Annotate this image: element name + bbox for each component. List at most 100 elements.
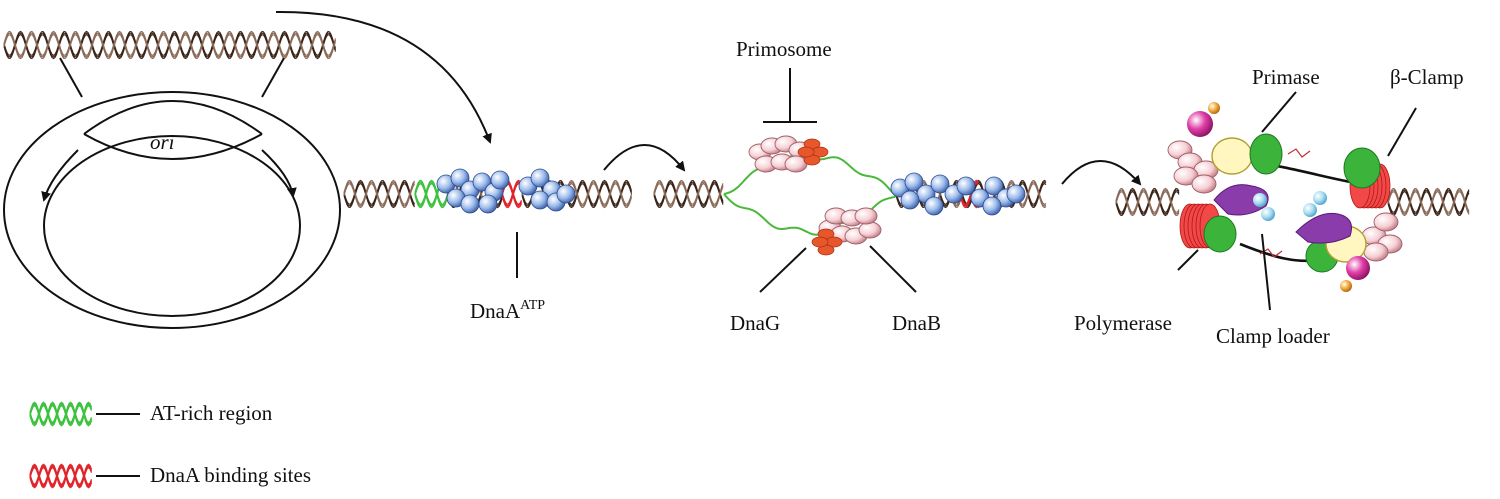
dnag-subunit [811,236,829,248]
dnag-primase-bottom [811,228,843,256]
dnaa-protein-bead [1006,184,1026,204]
helicase-subunit [854,207,878,225]
primosome-label: Primosome [736,37,832,61]
primosome-bubble: Primosome DnaG DnaB [653,37,1047,335]
dnaa-protein-bead [490,170,510,190]
fork-arrow-right [261,149,297,198]
arrow-to-replisome [1061,160,1142,186]
replisome-proteins [1167,102,1403,292]
dna-strand [1387,190,1470,217]
dna-strand [1115,190,1180,217]
dnaa-protein-bead [956,176,976,196]
dna-strand-colored [414,181,449,207]
dnag-label: DnaG [730,311,780,335]
polymerase-lower [1203,215,1237,253]
dnaa-protein-bead [930,174,950,194]
polymerase-label: Polymerase [1074,311,1172,335]
polymerase-pointer-line [1177,249,1199,271]
ori-upper-arc [83,100,263,135]
replisome-left-helix [1115,187,1180,217]
primase-label: Primase [1252,65,1320,89]
dnab-helicase-top [748,135,812,173]
helicase-subunit [1363,242,1389,262]
dna-strand-colored [414,179,449,206]
dnaa-protein-bead [904,172,924,192]
cyan-subunit [1261,207,1275,221]
dnaa-label: DnaAATP [470,298,545,323]
primase-top [1211,137,1253,175]
cyan-subunit [1253,193,1267,207]
arrow-to-primosome [603,144,686,172]
cyan-subunit [1313,191,1327,205]
zoom-line-right [261,57,285,98]
circular-chromosome: ori [3,30,341,329]
dnaa-cluster-bubble [890,172,1026,216]
curved-arrow-to-origin [275,10,492,144]
dnag-subunit [797,146,815,158]
helicase-subunit [1191,174,1217,194]
clamp-loader-bottom [1295,212,1352,244]
dna-strand [1115,190,1180,217]
legend-dnaa-sites-icon [29,463,93,489]
dna-strand [3,33,337,60]
helicase-subunit [1373,212,1399,232]
tau-subunit-bottom [1346,256,1370,280]
tau-subunit-top [1187,111,1213,137]
dna-strand [895,182,1047,209]
outer-chromosome-ring [3,91,341,329]
dnab-pointer-line [869,245,917,293]
dna-strand [653,182,724,209]
helicase-subunit [784,155,808,173]
dna-strand-colored [29,466,93,489]
dnaa-protein-bead [460,194,480,214]
clamp-loader-label: Clamp loader [1216,324,1330,348]
dnaa-protein-bead [900,190,920,210]
bubble-left-helix [653,179,724,209]
beta-clamp-pointer-line [1387,107,1417,157]
dna-strand-colored [29,404,93,427]
dna-strand [1387,190,1470,217]
dna-strand-colored [414,182,449,209]
dna-strand-colored [501,182,523,209]
dnab-label: DnaB [892,311,941,335]
dnaa-protein-bead [556,184,576,204]
cyan-subunit [1303,203,1317,217]
legend-at-rich-icon [29,401,93,427]
dnaa-origin-complex: DnaAATP [343,168,633,323]
top-dna-helix [3,30,337,60]
dnaa-protein-bead [984,176,1004,196]
zoom-line-left [59,57,83,98]
beta-clamp-label: β-Clamp [1390,65,1464,89]
dnaa-protein-bead [478,194,498,214]
primosome-bottom [811,207,882,256]
ori-label: ori [150,130,175,154]
dnag-pointer-line [759,247,807,293]
clamp-loader-pointer-line [1261,233,1271,311]
dnaa-protein-bead [530,190,550,210]
legend-at-rich-label: AT-rich region [150,401,273,425]
primase-pointer-line [1261,91,1297,133]
fork-arrow-left [41,149,79,202]
dna-strand-colored [29,466,93,489]
dnag-primase-top [797,138,829,166]
ori-lower-arc [83,133,263,160]
dnaa-protein-bead [924,196,944,216]
dna-strand-colored [29,404,93,427]
dnaa-protein-bead [982,196,1002,216]
polymerase-top [1249,133,1283,175]
clamp-loader-top [1213,184,1269,216]
psi-subunit-bottom [1340,280,1352,292]
beta-clamp-upper [1343,147,1381,189]
legend-dnaa-sites-label: DnaA binding sites [150,463,311,487]
legend: AT-rich region DnaA binding sites [29,401,311,489]
dnaa-label-superscript: ATP [520,298,545,313]
primosome-top [748,135,829,173]
psi-subunit-top [1208,102,1220,114]
replisome-assembly: Primase β-Clamp Polymerase Clamp loader [1074,65,1470,348]
dnaa-protein-bead [530,168,550,188]
replisome-right-helix [1387,187,1470,217]
dna-strand [343,182,415,209]
inner-chromosome-ring [43,135,301,317]
